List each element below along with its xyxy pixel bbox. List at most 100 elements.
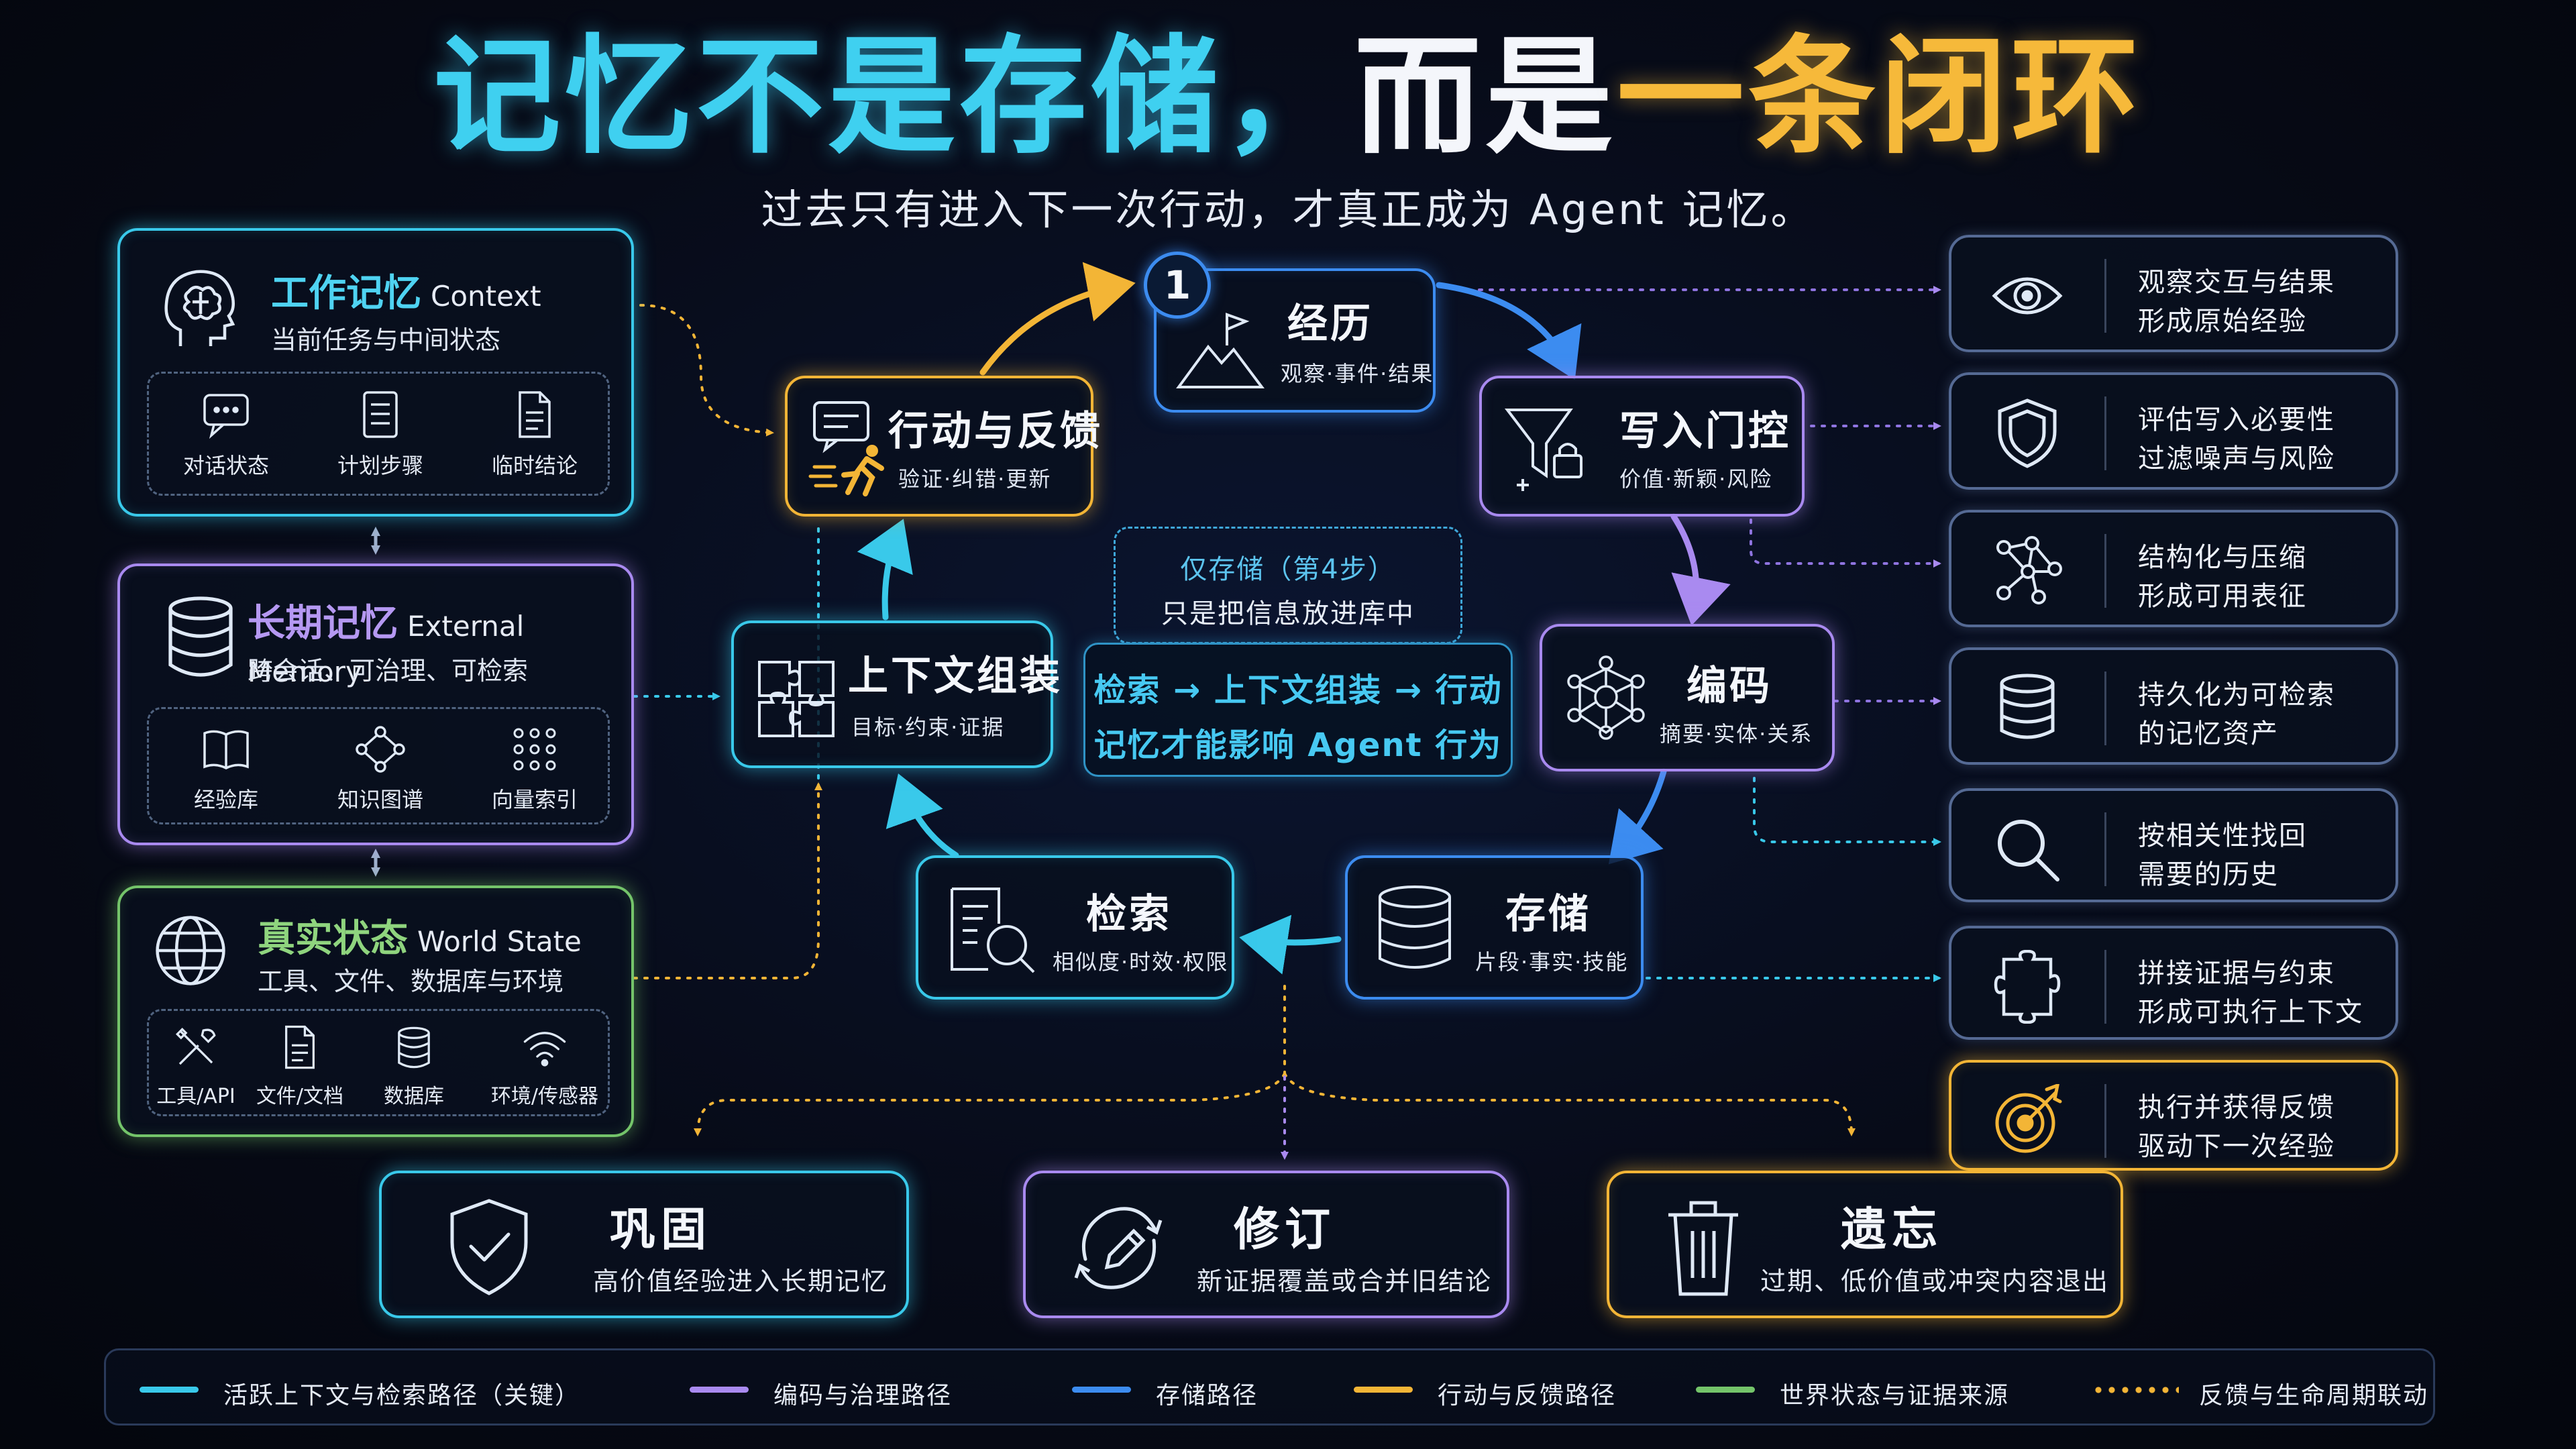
step-number-badge: 1 xyxy=(1144,252,1211,319)
revise-title: 修订 xyxy=(1234,1203,1336,1256)
world-state-items: 工具/API 文件/文档 数据库 环境/传感器 xyxy=(147,1009,610,1116)
arrow-encode-to-store xyxy=(1608,768,1667,865)
checklist-icon xyxy=(363,391,398,438)
item-label: 工具/API xyxy=(156,1085,235,1108)
legend-swatch xyxy=(1072,1387,1131,1393)
puzzle-icon xyxy=(1994,950,2061,1024)
right-card-line2: 过滤噪声与风险 xyxy=(2138,443,2335,474)
item-experience-base[interactable]: 经验库 xyxy=(159,722,293,814)
item-label: 数据库 xyxy=(384,1085,444,1108)
runner-feedback-icon xyxy=(808,401,884,496)
separator xyxy=(2104,950,2106,1024)
legend: 活跃上下文与检索路径（关键） 编码与治理路径 存储路径 行动与反馈路径 世界状态… xyxy=(104,1348,2435,1426)
right-card-line2: 的记忆资产 xyxy=(2138,718,2279,749)
wrench-icon xyxy=(175,1027,216,1065)
node-action-feedback[interactable]: 行动与反馈 验证·纠错·更新 xyxy=(785,376,1100,517)
key-path-note: 检索 → 上下文组装 → 行动 记忆才能影响 Agent 行为 xyxy=(1083,643,1513,777)
node-assemble-title: 上下文组装 xyxy=(848,653,1063,700)
legend-swatch-dotted xyxy=(2092,1387,2179,1393)
right-card-line1: 观察交互与结果 xyxy=(2138,267,2335,298)
item-label: 向量索引 xyxy=(491,787,578,812)
legend-swatch xyxy=(140,1387,199,1393)
page-title: 记忆不是存储，而是一条闭环 xyxy=(0,27,2576,167)
revise-sub: 新证据覆盖或合并旧结论 xyxy=(1197,1267,1493,1296)
node-context-assembly[interactable]: 上下文组装 目标·约束·证据 xyxy=(731,621,1060,768)
node-retrieve-title: 检索 xyxy=(1086,891,1172,938)
card-revise[interactable]: 修订 新证据覆盖或合并旧结论 xyxy=(1023,1171,1509,1318)
node-retrieve[interactable]: 检索 相似度·时效·权限 xyxy=(916,855,1234,1000)
node-write-gate[interactable]: 写入门控 价值·新颖·风险 xyxy=(1479,376,1805,517)
item-plan-steps[interactable]: 计划步骤 xyxy=(313,388,447,480)
item-label: 环境/传感器 xyxy=(490,1085,599,1108)
right-card-line2: 形成可执行上下文 xyxy=(2138,997,2363,1028)
legend-swatch xyxy=(1354,1387,1413,1393)
right-card-evaluate[interactable]: 评估写入必要性 过滤噪声与风险 xyxy=(1949,372,2398,490)
right-card-retrieve[interactable]: 按相关性找回 需要的历史 xyxy=(1949,788,2398,902)
separator xyxy=(2104,259,2106,333)
card-consolidate[interactable]: 巩固 高价值经验进入长期记忆 xyxy=(379,1171,909,1318)
world-state-title-en: World State xyxy=(417,925,582,958)
item-files-docs[interactable]: 文件/文档 xyxy=(243,1023,357,1109)
node-encode[interactable]: 编码 摘要·实体·关系 xyxy=(1540,624,1835,771)
cycle-arrows xyxy=(857,262,1731,975)
legend-label: 编码与治理路径 xyxy=(773,1382,953,1409)
item-temp-conclusion[interactable]: 临时结论 xyxy=(468,388,602,480)
right-card-assemble[interactable]: 拼接证据与约束 形成可执行上下文 xyxy=(1949,926,2398,1040)
item-label: 知识图谱 xyxy=(337,787,423,812)
arrow-experience-to-gate xyxy=(1436,282,1582,380)
separator xyxy=(2104,812,2106,886)
working-memory-subtitle: 当前任务与中间状态 xyxy=(271,325,501,355)
legend-label: 世界状态与证据来源 xyxy=(1780,1382,2010,1409)
arrow-store-to-retrieve xyxy=(1239,914,1342,975)
book-icon xyxy=(203,730,249,769)
edit-refresh-icon xyxy=(1074,1207,1163,1289)
card-forget[interactable]: 遗忘 过期、低价值或冲突内容退出 xyxy=(1607,1171,2123,1318)
right-card-line1: 结构化与压缩 xyxy=(2138,542,2307,573)
world-state-title: 真实状态 World State xyxy=(258,908,582,963)
node-gate-sub: 价值·新颖·风险 xyxy=(1619,466,1773,492)
item-database[interactable]: 数据库 xyxy=(357,1023,471,1109)
node-experience-title: 经历 xyxy=(1287,301,1373,347)
globe-icon xyxy=(156,916,225,985)
mountain-flag-icon xyxy=(1176,313,1265,388)
shield-icon xyxy=(1998,398,2057,468)
magnifier-icon xyxy=(1998,820,2059,881)
right-card-line1: 执行并获得反馈 xyxy=(2138,1092,2335,1123)
legend-swatch xyxy=(690,1387,749,1393)
title-part1: 记忆不是存储， xyxy=(433,23,1354,171)
item-tools-api[interactable]: 工具/API xyxy=(139,1023,253,1109)
right-card-persist[interactable]: 持久化为可检索 的记忆资产 xyxy=(1949,647,2398,765)
legend-label: 活跃上下文与检索路径（关键） xyxy=(223,1382,581,1409)
arrow-action-to-experience xyxy=(979,262,1136,376)
working-memory-items: 对话状态 计划步骤 临时结论 xyxy=(147,372,610,496)
item-dialog-state[interactable]: 对话状态 xyxy=(159,388,293,480)
database-icon xyxy=(168,596,233,677)
longterm-memory-title-zh: 长期记忆 xyxy=(248,602,398,645)
item-vector-index[interactable]: 向量索引 xyxy=(468,722,602,814)
page-subtitle: 过去只有进入下一次行动，才真正成为 Agent 记忆。 xyxy=(761,185,1815,234)
node-action-sub: 验证·纠错·更新 xyxy=(898,466,1052,492)
right-card-observe[interactable]: 观察交互与结果 形成原始经验 xyxy=(1949,235,2398,352)
wifi-icon xyxy=(523,1032,566,1067)
world-state-title-zh: 真实状态 xyxy=(258,917,408,961)
file-icon xyxy=(285,1025,315,1069)
item-label: 文件/文档 xyxy=(256,1085,344,1108)
node-store[interactable]: 存储 片段·事实·技能 xyxy=(1345,855,1644,1000)
key-path-note-line2: 记忆才能影响 Agent 行为 xyxy=(1093,727,1503,764)
item-env-sensor[interactable]: 环境/传感器 xyxy=(478,1023,612,1109)
right-card-line2: 需要的历史 xyxy=(2138,859,2279,890)
right-card-execute[interactable]: 执行并获得反馈 驱动下一次经验 xyxy=(1949,1060,2398,1171)
item-knowledge-graph[interactable]: 知识图谱 xyxy=(313,722,447,814)
consolidate-sub: 高价值经验进入长期记忆 xyxy=(593,1267,889,1296)
chat-bubble-icon xyxy=(203,394,249,439)
document-icon xyxy=(519,391,551,438)
legend-label: 存储路径 xyxy=(1156,1382,1258,1409)
working-memory-title-zh: 工作记忆 xyxy=(271,272,421,315)
legend-label: 反馈与生命周期联动 xyxy=(2199,1382,2429,1409)
right-card-structure[interactable]: 结构化与压缩 形成可用表征 xyxy=(1949,510,2398,627)
